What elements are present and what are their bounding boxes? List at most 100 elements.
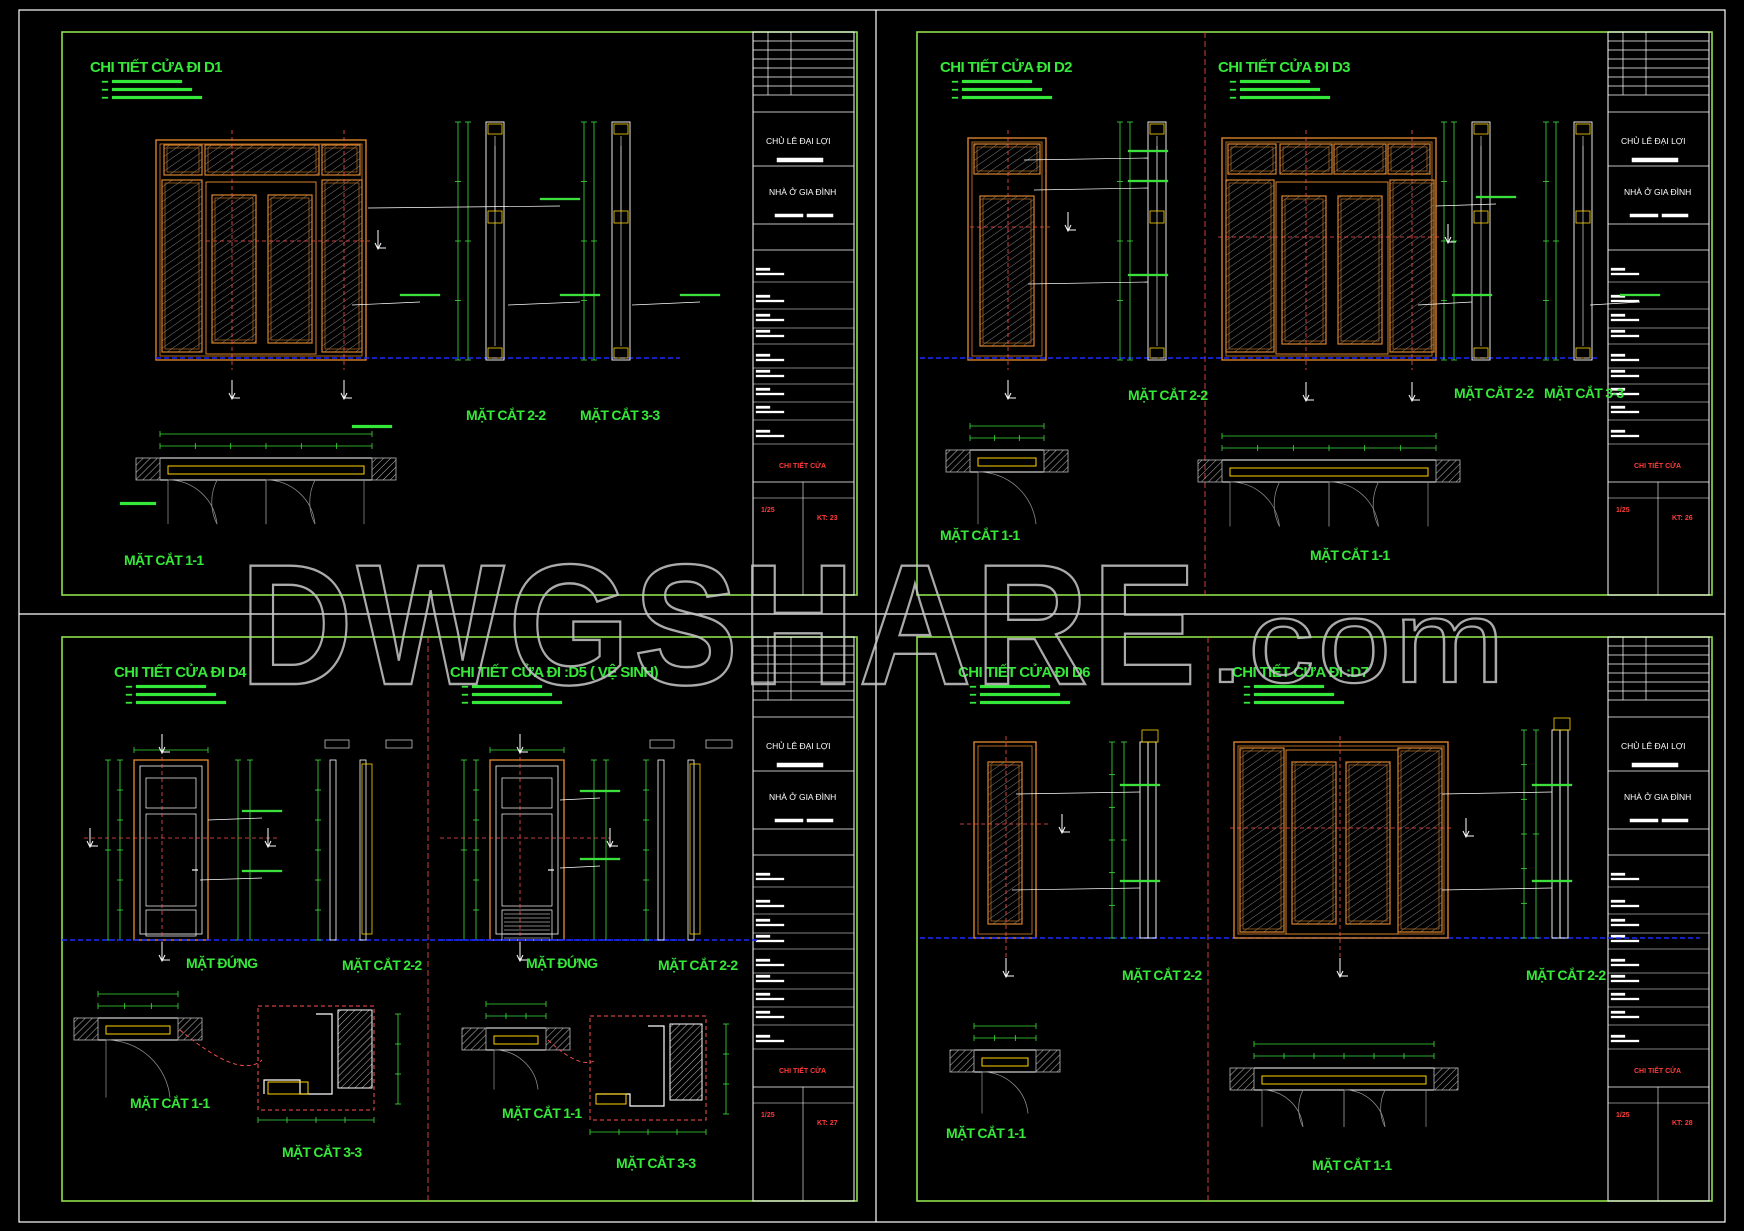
section-label: MẶT CẮT 1-1 bbox=[946, 1124, 1026, 1141]
leader-note bbox=[1475, 195, 1517, 199]
plan-wall-hatch bbox=[1043, 449, 1069, 473]
glass-inner-frame bbox=[1348, 764, 1388, 922]
glass-inner-frame bbox=[1228, 182, 1272, 350]
sheet-number: KT: 28 bbox=[1672, 1120, 1693, 1127]
title-small-text bbox=[1610, 974, 1626, 978]
title-bar bbox=[1629, 213, 1659, 218]
leader-note bbox=[1127, 179, 1169, 183]
plan-wall-hatch bbox=[945, 449, 971, 473]
spec-note bbox=[1253, 684, 1325, 689]
title-small-text bbox=[755, 353, 771, 357]
title-small-text bbox=[1610, 294, 1626, 298]
jamb-section bbox=[1147, 121, 1167, 361]
door-panel bbox=[501, 777, 553, 809]
spec-note bbox=[1239, 87, 1321, 92]
leader-line bbox=[1011, 887, 1141, 891]
axis-arrow bbox=[1004, 392, 1012, 401]
title-small-text bbox=[1610, 904, 1640, 908]
plan-frame bbox=[167, 465, 365, 475]
door-frame bbox=[489, 759, 565, 941]
drawing-name: CHI TIẾT CỬA bbox=[1634, 1065, 1681, 1075]
glass-pane bbox=[1239, 747, 1285, 933]
leader-line bbox=[1015, 791, 1141, 795]
spec-bullet bbox=[951, 96, 959, 99]
title-small-text bbox=[755, 899, 771, 903]
title-small-text bbox=[755, 392, 785, 396]
drawing-name: CHI TIẾT CỬA bbox=[779, 1065, 826, 1075]
axis-arrow bbox=[228, 392, 236, 401]
glass-inner-frame bbox=[207, 147, 317, 173]
spec-bullet bbox=[125, 685, 133, 688]
glass-pane bbox=[1397, 747, 1443, 933]
title-small-text bbox=[755, 329, 771, 333]
door-panel bbox=[145, 777, 197, 809]
door-frame bbox=[1233, 741, 1449, 939]
title-small-text bbox=[1610, 272, 1640, 276]
title-small-text bbox=[755, 872, 771, 876]
door-swing-arc bbox=[265, 479, 316, 525]
door-frame-inner bbox=[971, 141, 1043, 357]
spec-note bbox=[979, 684, 1051, 689]
axis-arrow bbox=[86, 840, 94, 849]
glass-pane bbox=[1333, 143, 1387, 175]
leader-line bbox=[507, 301, 581, 306]
door-frame-inner bbox=[977, 745, 1033, 935]
spec-note bbox=[471, 684, 543, 689]
jamb-head bbox=[1149, 123, 1165, 135]
title-small-text bbox=[1610, 1034, 1626, 1038]
spec-note bbox=[471, 700, 563, 705]
leader-note bbox=[679, 293, 721, 297]
leader-line bbox=[207, 817, 263, 821]
spec-bullet bbox=[1243, 693, 1251, 696]
spec-note bbox=[961, 95, 1053, 100]
title-bar bbox=[1631, 157, 1679, 163]
glass-pane bbox=[211, 194, 257, 344]
door-swing-arc bbox=[309, 479, 316, 525]
jamb-foot bbox=[1149, 347, 1165, 359]
label-box bbox=[705, 739, 733, 749]
title-small-text bbox=[1610, 387, 1626, 391]
wall-section bbox=[687, 759, 695, 941]
glass-inner-frame bbox=[1390, 146, 1428, 172]
glass-pane bbox=[1227, 143, 1277, 175]
spec-bullet bbox=[951, 80, 959, 83]
plan-wall-hatch bbox=[949, 1049, 975, 1073]
title-small-text bbox=[755, 1039, 785, 1043]
glass-pane bbox=[321, 179, 363, 353]
title-bar bbox=[774, 818, 804, 823]
section-label: MẶT CẮT 2-2 bbox=[658, 956, 738, 973]
spec-note bbox=[1253, 692, 1335, 697]
leaf-pair bbox=[1275, 181, 1389, 355]
title-small-text bbox=[755, 1010, 771, 1014]
title-bar bbox=[1661, 213, 1689, 218]
detail-callout bbox=[179, 1029, 263, 1067]
section-label: MẶT CẮT 3-3 bbox=[282, 1143, 362, 1160]
section-label: MẶT CẮT 2-2 bbox=[466, 406, 546, 423]
glass-pane bbox=[161, 179, 203, 353]
axis-arrow bbox=[264, 840, 272, 849]
owner-name: CHỦ LÊ ĐẠI LỢI bbox=[766, 135, 830, 146]
jamb-foot bbox=[613, 347, 629, 359]
spec-bullet bbox=[101, 96, 109, 99]
door-swing-arc bbox=[977, 471, 1037, 525]
title-small-text bbox=[755, 1034, 771, 1038]
section-label: MẶT CẮT 1-1 bbox=[1312, 1156, 1392, 1173]
title-small-text bbox=[1610, 429, 1626, 433]
title-small-text bbox=[1610, 392, 1640, 396]
wall-section bbox=[1559, 729, 1569, 939]
sheet-border bbox=[61, 31, 858, 596]
door-swing-arc bbox=[167, 479, 218, 525]
spec-note bbox=[111, 95, 203, 100]
leader-note bbox=[1531, 783, 1573, 787]
panel-title: CHI TIẾT CỬA ĐI D6 bbox=[958, 663, 1090, 681]
section-label: MẶT CẮT 3-3 bbox=[1544, 384, 1624, 401]
axis-arrow bbox=[606, 840, 614, 849]
title-small-text bbox=[755, 963, 785, 967]
spec-note bbox=[979, 700, 1071, 705]
spec-bullet bbox=[101, 88, 109, 91]
glass-inner-frame bbox=[324, 182, 360, 350]
jamb-head bbox=[1575, 123, 1591, 135]
scale-label: 1/25 bbox=[761, 1112, 775, 1119]
